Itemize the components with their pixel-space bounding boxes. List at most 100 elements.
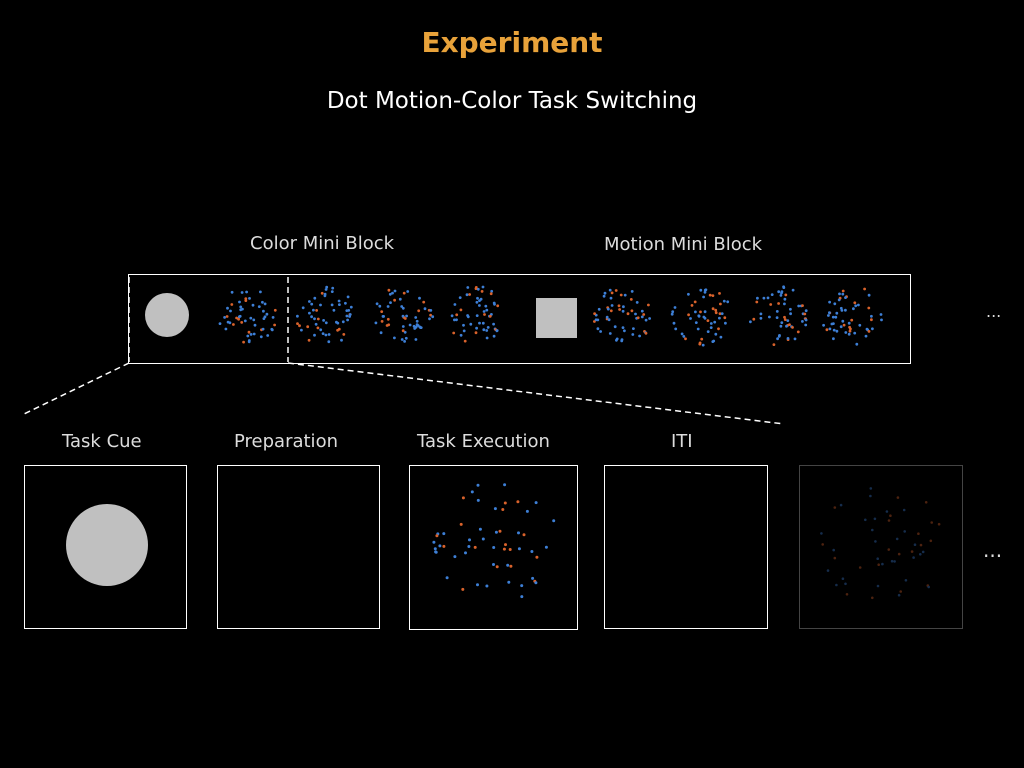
motion-dot — [700, 337, 704, 341]
motion-dot — [697, 314, 701, 318]
motion-dot — [442, 544, 446, 548]
motion-dot — [482, 328, 486, 332]
motion-dot — [821, 543, 824, 546]
motion-dot — [313, 333, 316, 337]
motion-dot — [709, 326, 713, 329]
motion-dot — [482, 310, 486, 313]
motion-dot — [319, 303, 322, 307]
motion-dot — [313, 296, 317, 300]
motion-dot — [869, 494, 872, 498]
motion-dot — [780, 321, 784, 324]
motion-dot — [844, 308, 847, 312]
motion-dot — [385, 324, 389, 327]
motion-dot — [719, 335, 723, 339]
motion-dot — [903, 530, 906, 533]
motion-dot — [226, 306, 229, 310]
motion-dot — [252, 318, 256, 322]
motion-dot — [768, 315, 771, 319]
strip-dot-cluster-7 — [749, 285, 808, 346]
motion-dot — [832, 337, 835, 341]
motion-dot — [517, 531, 520, 535]
motion-dot — [478, 299, 481, 302]
motion-dot — [342, 333, 346, 336]
motion-dot — [704, 288, 708, 292]
motion-dot — [780, 290, 784, 294]
motion-dot — [629, 298, 633, 301]
task-execution-frame — [409, 465, 578, 630]
motion-dot — [839, 325, 843, 329]
motion-dot — [413, 327, 417, 330]
motion-dot — [783, 315, 786, 319]
motion-dot — [344, 301, 347, 305]
motion-dot — [341, 320, 345, 324]
motion-dot — [478, 527, 482, 531]
motion-dot — [755, 300, 759, 304]
motion-dot — [841, 289, 845, 293]
iti-frame — [604, 465, 768, 629]
motion-dot — [414, 316, 418, 319]
motion-dot — [706, 319, 710, 322]
motion-dot — [844, 331, 848, 334]
motion-dot — [874, 540, 877, 543]
phase-label-iti: ITI — [671, 431, 693, 452]
motion-dot — [937, 522, 941, 526]
motion-dot — [594, 318, 598, 322]
motion-dot — [785, 324, 788, 328]
motion-dot — [680, 332, 684, 336]
motion-dot — [391, 291, 394, 295]
motion-dot — [453, 318, 456, 322]
motion-dot — [525, 509, 529, 513]
motion-dot — [782, 286, 786, 289]
motion-dot — [332, 308, 336, 312]
motion-dot — [330, 290, 334, 293]
motion-dot — [484, 304, 488, 308]
motion-dot — [552, 519, 556, 523]
motion-dot — [766, 296, 770, 300]
motion-dot — [379, 331, 383, 335]
color-mini-block-label: Color Mini Block — [250, 233, 395, 254]
motion-dot — [832, 328, 836, 332]
motion-dot — [804, 309, 808, 313]
motion-dot — [239, 308, 243, 312]
motion-dot — [251, 303, 255, 307]
motion-dot — [485, 336, 489, 340]
motion-dot — [298, 324, 301, 328]
motion-dot — [759, 316, 763, 320]
motion-dot — [301, 306, 305, 310]
motion-dot — [248, 297, 251, 300]
motion-dot — [924, 501, 928, 504]
motion-dot — [832, 548, 835, 552]
motion-dot — [271, 316, 275, 319]
motion-dot — [435, 534, 439, 538]
motion-dot — [674, 327, 678, 331]
motion-dot — [253, 323, 257, 327]
motion-dot — [232, 323, 235, 326]
motion-dot — [895, 537, 899, 541]
motion-dot — [850, 318, 854, 322]
motion-dot — [842, 323, 846, 327]
motion-dot — [644, 318, 648, 322]
motion-dot — [869, 487, 873, 490]
motion-mini-block-label: Motion Mini Block — [604, 234, 763, 255]
motion-dot — [841, 292, 845, 296]
motion-dot — [714, 308, 718, 312]
motion-dot — [330, 303, 334, 307]
motion-dot — [706, 330, 710, 333]
motion-dot — [786, 319, 790, 322]
motion-dot — [711, 294, 715, 297]
motion-dot — [348, 315, 351, 318]
motion-dot — [506, 563, 510, 567]
motion-dot — [871, 596, 874, 600]
motion-dot — [885, 510, 889, 513]
strip-dot-cluster-2 — [296, 285, 353, 344]
motion-dot — [634, 312, 637, 316]
motion-dot — [711, 340, 715, 343]
strip-dot-cluster-4 — [450, 285, 500, 343]
motion-dot — [325, 285, 329, 289]
motion-dot — [492, 301, 496, 305]
motion-dot — [752, 317, 756, 321]
motion-dot — [756, 296, 759, 300]
motion-dot — [230, 303, 234, 306]
motion-dot — [609, 309, 613, 313]
motion-dot — [835, 311, 839, 315]
